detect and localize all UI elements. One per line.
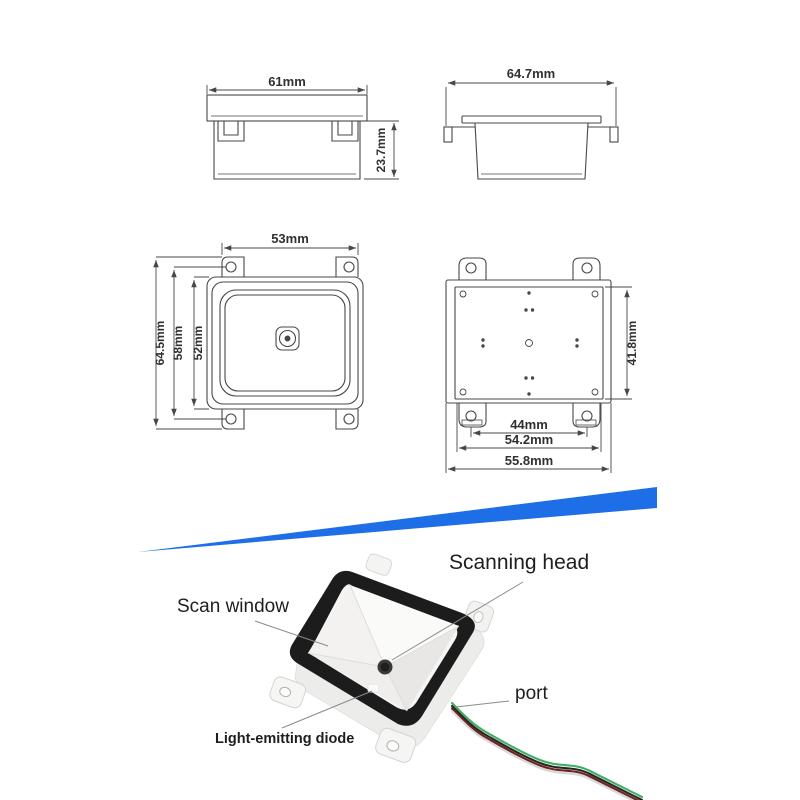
top-plate <box>206 94 368 122</box>
back-width-label-outer: 55.8mm <box>505 453 553 468</box>
right-clip <box>331 121 359 142</box>
width-dimension <box>206 85 368 94</box>
back-height-label: 41.8mm <box>625 321 639 366</box>
front-view-drawing <box>153 243 364 430</box>
led-label: Light-emitting diode <box>215 731 355 747</box>
product-photo <box>254 553 644 800</box>
port-label: port <box>515 683 548 704</box>
screw-holes <box>459 290 599 396</box>
back-width-label-inner: 44mm <box>510 417 548 432</box>
device-ear-top <box>365 553 393 576</box>
scanning-head-leader <box>391 581 524 661</box>
ear-top-left <box>458 257 487 280</box>
leader-lines <box>254 581 524 729</box>
housing-outline <box>445 279 612 404</box>
scanning-head-label: Scanning head <box>449 551 590 574</box>
width-dimension <box>445 80 617 126</box>
left-clip <box>217 121 245 142</box>
height-dimensions <box>153 256 226 430</box>
height-dimension <box>605 286 632 400</box>
back-view-drawing <box>445 257 632 473</box>
body-outline <box>474 122 589 180</box>
scan-window-leader <box>254 620 329 647</box>
side-right-width-label: 64.7mm <box>507 66 555 81</box>
side-left-height-label: 23.7mm <box>374 128 388 173</box>
scan-window-label: Scan window <box>177 596 289 617</box>
width-dimension <box>221 243 359 255</box>
led-leader <box>281 690 373 729</box>
ear-top-right <box>572 257 601 280</box>
pin-holes <box>481 291 579 396</box>
front-width-label: 53mm <box>271 231 309 246</box>
divider-swoosh <box>138 487 657 552</box>
side-left-width-label: 61mm <box>268 74 306 89</box>
led <box>367 683 380 693</box>
height-dimension <box>364 120 399 180</box>
ear-bottom-left <box>458 403 487 428</box>
ear-top-left <box>221 256 245 277</box>
back-plate <box>454 286 604 400</box>
housing-outline <box>206 276 364 410</box>
ear-bottom-left <box>221 409 245 430</box>
front-height-label-outer: 64.5mm <box>153 321 167 366</box>
ear-bottom-right <box>572 403 601 428</box>
scan-window-outline <box>219 289 351 397</box>
left-flange <box>443 126 453 143</box>
device-scan-window <box>307 584 460 712</box>
device-ear-bottom <box>375 727 417 763</box>
ear-bottom-right <box>335 409 359 430</box>
side-view-left-drawing <box>206 85 399 180</box>
front-height-label-mid: 58mm <box>171 326 185 361</box>
width-dimensions <box>445 403 612 473</box>
top-plate <box>461 115 602 124</box>
front-height-label-inner: 52mm <box>191 326 205 361</box>
scanning-head <box>377 659 393 675</box>
side-view-right-drawing <box>443 80 619 180</box>
ear-top-right <box>335 256 359 277</box>
port-leader <box>455 700 510 708</box>
body-outline <box>213 121 361 180</box>
cable <box>450 701 644 800</box>
back-width-label-mid: 54.2mm <box>505 432 553 447</box>
right-flange <box>609 126 619 143</box>
device-ear-left <box>269 676 307 709</box>
lens <box>275 326 300 351</box>
